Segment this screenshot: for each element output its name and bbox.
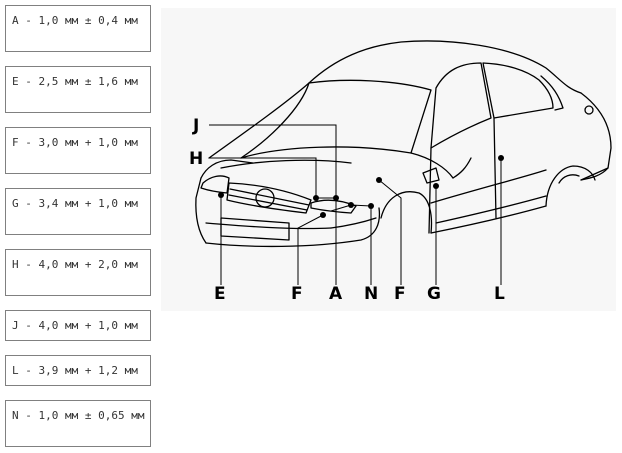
callout-g: G: [427, 284, 441, 304]
legend-item-a: A - 1,0 мм ± 0,4 мм: [5, 5, 151, 52]
legend-item-j: J - 4,0 мм + 1,0 мм: [5, 310, 151, 341]
callout-f-front: F: [291, 284, 303, 304]
car-line-drawing: J H E F A N F G L: [189, 40, 612, 304]
legend-item-l: L - 3,9 мм + 1,2 мм: [5, 355, 151, 386]
callout-a: A: [329, 284, 343, 304]
callout-n: N: [364, 284, 378, 304]
callout-f-side: F: [394, 284, 406, 304]
callout-e: E: [214, 284, 226, 304]
callout-l: L: [494, 284, 505, 304]
legend-item-g: G - 3,4 мм + 1,0 мм: [5, 188, 151, 235]
car-body-gap-diagram: J H E F A N F G L: [161, 8, 616, 311]
legend-item-e: E - 2,5 мм ± 1,6 мм: [5, 66, 151, 113]
callout-h: H: [189, 149, 203, 169]
legend-item-f: F - 3,0 мм + 1,0 мм: [5, 127, 151, 174]
legend-item-h: H - 4,0 мм + 2,0 мм: [5, 249, 151, 296]
callout-j: J: [192, 116, 199, 136]
legend-item-n: N - 1,0 мм ± 0,65 мм: [5, 400, 151, 447]
